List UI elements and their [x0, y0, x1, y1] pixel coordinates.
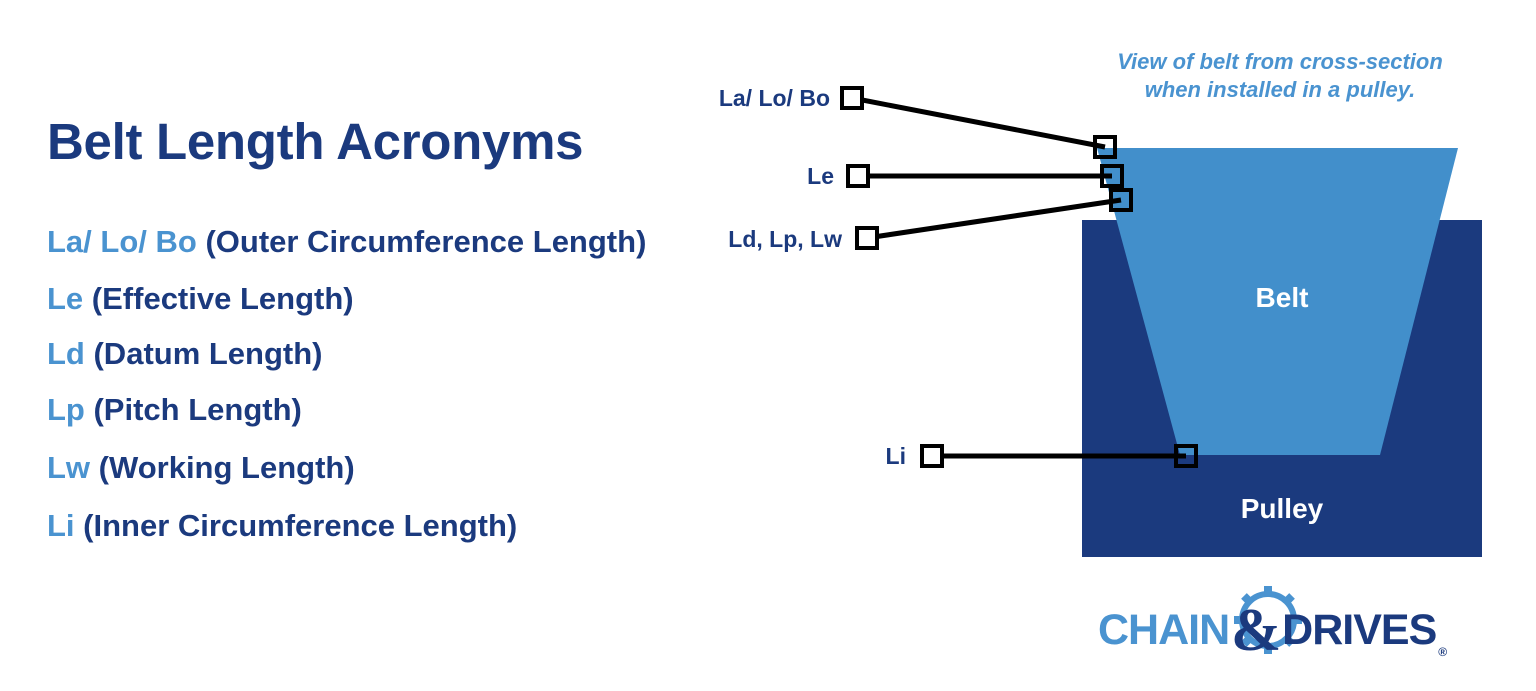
caption-line-2: when installed in a pulley.	[1144, 77, 1416, 102]
callout-line	[851, 95, 1106, 150]
acronym-desc: (Datum Length)	[84, 336, 323, 371]
callout-line	[866, 197, 1122, 241]
acronym-item-effective: Le (Effective Length)	[47, 279, 354, 319]
diagram-caption: View of belt from cross-section when ins…	[1070, 48, 1490, 104]
acronym-item-pitch: Lp (Pitch Length)	[47, 390, 302, 430]
callout-marker	[855, 226, 879, 250]
caption-line-1: View of belt from cross-section	[1117, 49, 1443, 74]
acronym-desc: (Pitch Length)	[84, 392, 302, 427]
belt-shape	[1097, 148, 1458, 455]
callout-marker	[1109, 188, 1133, 212]
acronym-desc: (Outer Circumference Length)	[196, 224, 647, 259]
logo-ampersand: &	[1231, 597, 1281, 663]
acronym-desc: (Effective Length)	[83, 281, 354, 316]
belt-label: Belt	[1256, 282, 1309, 313]
acronym-abbr: Lp	[47, 392, 85, 427]
callout-marker	[920, 444, 944, 468]
acronym-desc: (Inner Circumference Length)	[74, 508, 518, 543]
callout-label-inner: Li	[886, 443, 906, 469]
page-title: Belt Length Acronyms	[47, 113, 584, 170]
callout-label-outer: La/ Lo/ Bo	[719, 85, 830, 111]
acronym-abbr: Lw	[47, 450, 91, 485]
acronym-item-working: Lw (Working Length)	[47, 448, 355, 488]
callout-effective: Le	[807, 163, 1124, 189]
acronym-desc: (Working Length)	[90, 450, 355, 485]
callout-label-datum: Ld, Lp, Lw	[728, 226, 842, 252]
pulley-label: Pulley	[1241, 493, 1324, 524]
acronym-item-inner: Li (Inner Circumference Length)	[47, 506, 517, 546]
callout-marker	[840, 86, 864, 110]
callout-outer: La/ Lo/ Bo	[719, 85, 1117, 159]
logo-chain: CHAIN	[1098, 606, 1230, 654]
logo-drives: DRIVES	[1282, 606, 1437, 654]
callout-marker	[1093, 135, 1117, 159]
callout-inner: Li	[886, 443, 1198, 469]
acronym-item-outer: La/ Lo/ Bo (Outer Circumference Length)	[47, 222, 646, 262]
gear-icon	[1234, 586, 1302, 654]
acronym-abbr: Ld	[47, 336, 85, 371]
acronym-item-datum: Ld (Datum Length)	[47, 334, 323, 374]
acronym-abbr: La/ Lo/ Bo	[47, 224, 197, 259]
acronym-abbr: Li	[47, 508, 75, 543]
callout-marker	[1174, 444, 1198, 468]
callout-datum: Ld, Lp, Lw	[728, 188, 1133, 252]
registered-mark: ®	[1438, 645, 1447, 659]
callout-marker	[846, 164, 870, 188]
callout-marker	[1100, 164, 1124, 188]
callout-label-effective: Le	[807, 163, 834, 189]
chain-drives-logo: CHAIN & DRIVES ®	[1098, 596, 1447, 665]
acronym-abbr: Le	[47, 281, 84, 316]
